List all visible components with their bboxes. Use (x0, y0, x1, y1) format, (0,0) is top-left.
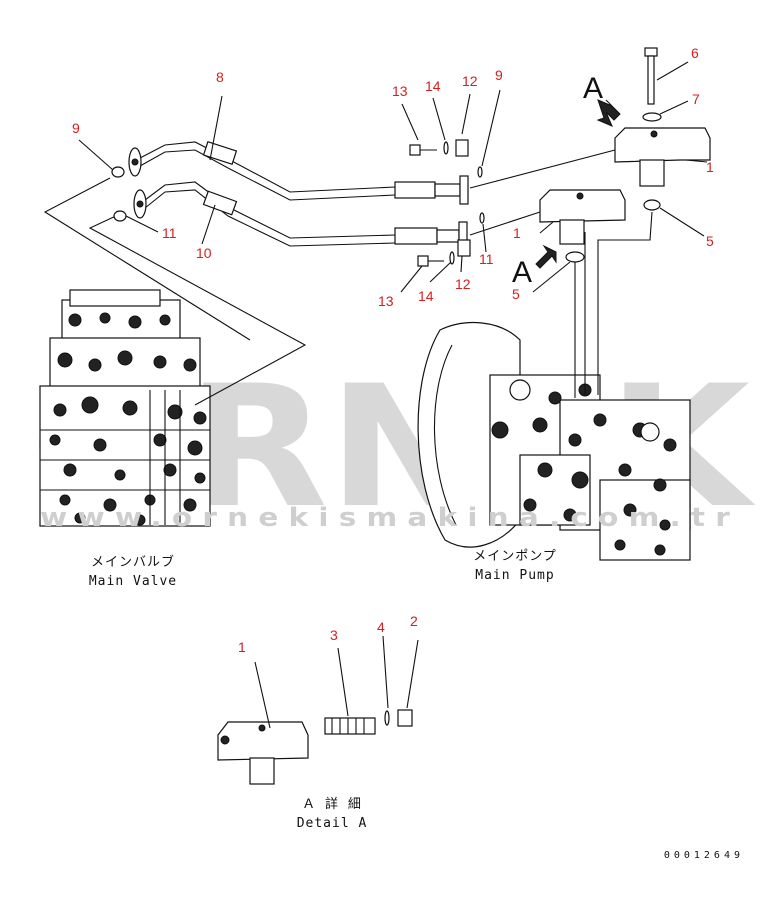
callout-6: 6 (691, 45, 699, 61)
o-ring-11-right (479, 212, 485, 224)
routing-lines (43, 149, 653, 406)
drawing-number: 00012649 (664, 850, 744, 861)
clamp-12-upper (455, 139, 469, 157)
callout-8: 8 (216, 69, 224, 85)
o-ring-5-lower (565, 251, 585, 263)
main-valve-caption-jp: メインバルブ (91, 554, 175, 570)
callout-12-lower: 12 (455, 276, 471, 292)
detail-a-caption-jp: Ａ 詳 細 (302, 796, 362, 812)
o-ring-5-upper (643, 199, 661, 211)
spline-shaft-3 (324, 717, 376, 735)
view-arrow-a-mid (535, 244, 557, 269)
callout-11-left: 11 (162, 225, 177, 241)
view-mark-a-mid: A (512, 256, 532, 289)
callout-5-lower: 5 (512, 286, 520, 302)
bolt-6 (644, 47, 658, 105)
callout-5-upper: 5 (706, 233, 714, 249)
callout-1-detail: 1 (238, 639, 246, 655)
main-pump-caption-en: Main Pump (475, 568, 554, 583)
o-ring-9-right (477, 166, 483, 178)
callouts: 8 9 11 10 13 14 12 9 1 11 12 14 13 5 6 7… (72, 45, 714, 655)
detail-a-caption-en: Detail A (297, 816, 368, 831)
clamp-12-lower (457, 239, 471, 257)
callout-4: 4 (377, 619, 385, 635)
callout-14-upper: 14 (425, 78, 441, 94)
callout-12-upper: 12 (462, 73, 478, 89)
callout-10: 10 (196, 245, 212, 261)
callout-2: 2 (410, 613, 418, 629)
bolt-13-lower (417, 255, 444, 267)
callout-1-upper: 1 (706, 159, 714, 175)
view-mark-a-top: A (583, 72, 603, 105)
view-arrow-a-top (596, 99, 621, 127)
plug-2 (397, 709, 413, 727)
hose-8 (128, 140, 469, 205)
block-1-detail (217, 721, 309, 785)
watermark-url: www.ornekismakina.com.tr (40, 503, 740, 533)
o-ring-9-left (111, 166, 125, 178)
leader-lines (78, 61, 708, 729)
main-pump-drawing (417, 321, 691, 561)
washer-14-upper (443, 141, 449, 155)
block-1-upper (614, 127, 711, 187)
main-valve-caption-en: Main Valve (89, 574, 177, 589)
callout-9-left: 9 (72, 120, 80, 136)
callout-11-right: 11 (479, 251, 494, 267)
callout-9-right: 9 (495, 67, 503, 83)
o-ring-11-left (113, 210, 127, 222)
main-valve-drawing (39, 289, 211, 527)
callout-1-middle: 1 (513, 225, 521, 241)
o-ring-4 (384, 710, 390, 726)
callout-13-lower: 13 (378, 293, 394, 309)
main-pump-caption-jp: メインポンプ (473, 549, 557, 564)
callout-3: 3 (330, 627, 338, 643)
callout-7: 7 (692, 91, 700, 107)
washer-7 (642, 112, 662, 122)
block-1-middle (539, 189, 626, 245)
callout-13-upper: 13 (392, 83, 408, 99)
washer-14-lower (449, 251, 455, 265)
bolt-13-upper (409, 144, 437, 156)
hose-10 (133, 181, 468, 251)
callout-14-lower: 14 (418, 288, 434, 304)
